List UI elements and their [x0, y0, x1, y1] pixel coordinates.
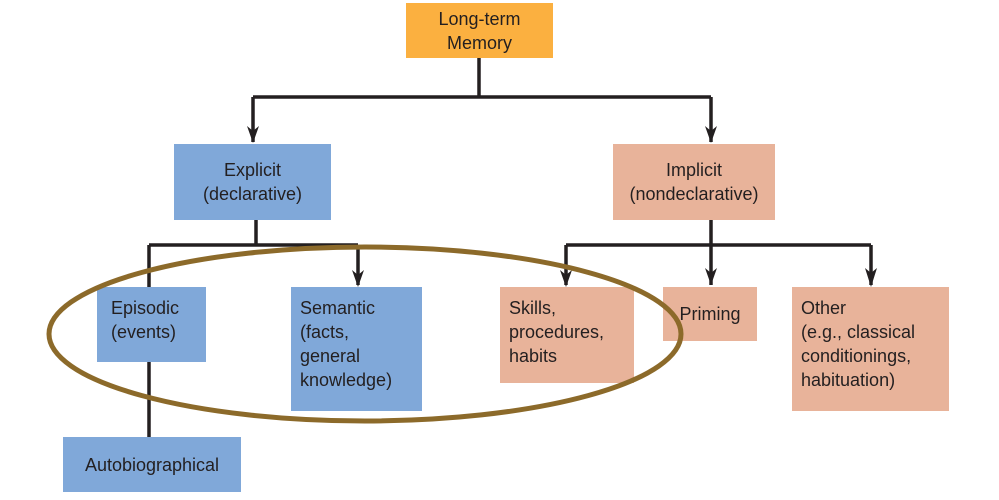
node-priming: Priming: [663, 287, 757, 341]
arrowhead-semantic: [352, 270, 364, 287]
node-skills: Skills, procedures, habits: [500, 287, 634, 383]
arrowhead-implicit: [705, 126, 717, 143]
node-other: Other (e.g., classical conditionings, ha…: [792, 287, 949, 411]
node-long-term-memory: Long-term Memory: [406, 3, 553, 58]
arrowhead-other: [865, 268, 877, 287]
connector-root: [253, 58, 711, 99]
arrowhead-explicit: [247, 126, 259, 143]
connector-explicit: [149, 220, 358, 247]
node-explicit: Explicit (declarative): [174, 144, 331, 220]
node-semantic: Semantic (facts, general knowledge): [291, 287, 422, 411]
connector-implicit: [566, 220, 871, 247]
node-autobiographical: Autobiographical: [63, 437, 241, 492]
arrowhead-skills: [560, 270, 572, 287]
highlight-ellipse: [46, 244, 684, 424]
arrowhead-priming: [705, 268, 717, 285]
node-implicit: Implicit (nondeclarative): [613, 144, 775, 220]
node-episodic: Episodic (events): [97, 287, 206, 362]
